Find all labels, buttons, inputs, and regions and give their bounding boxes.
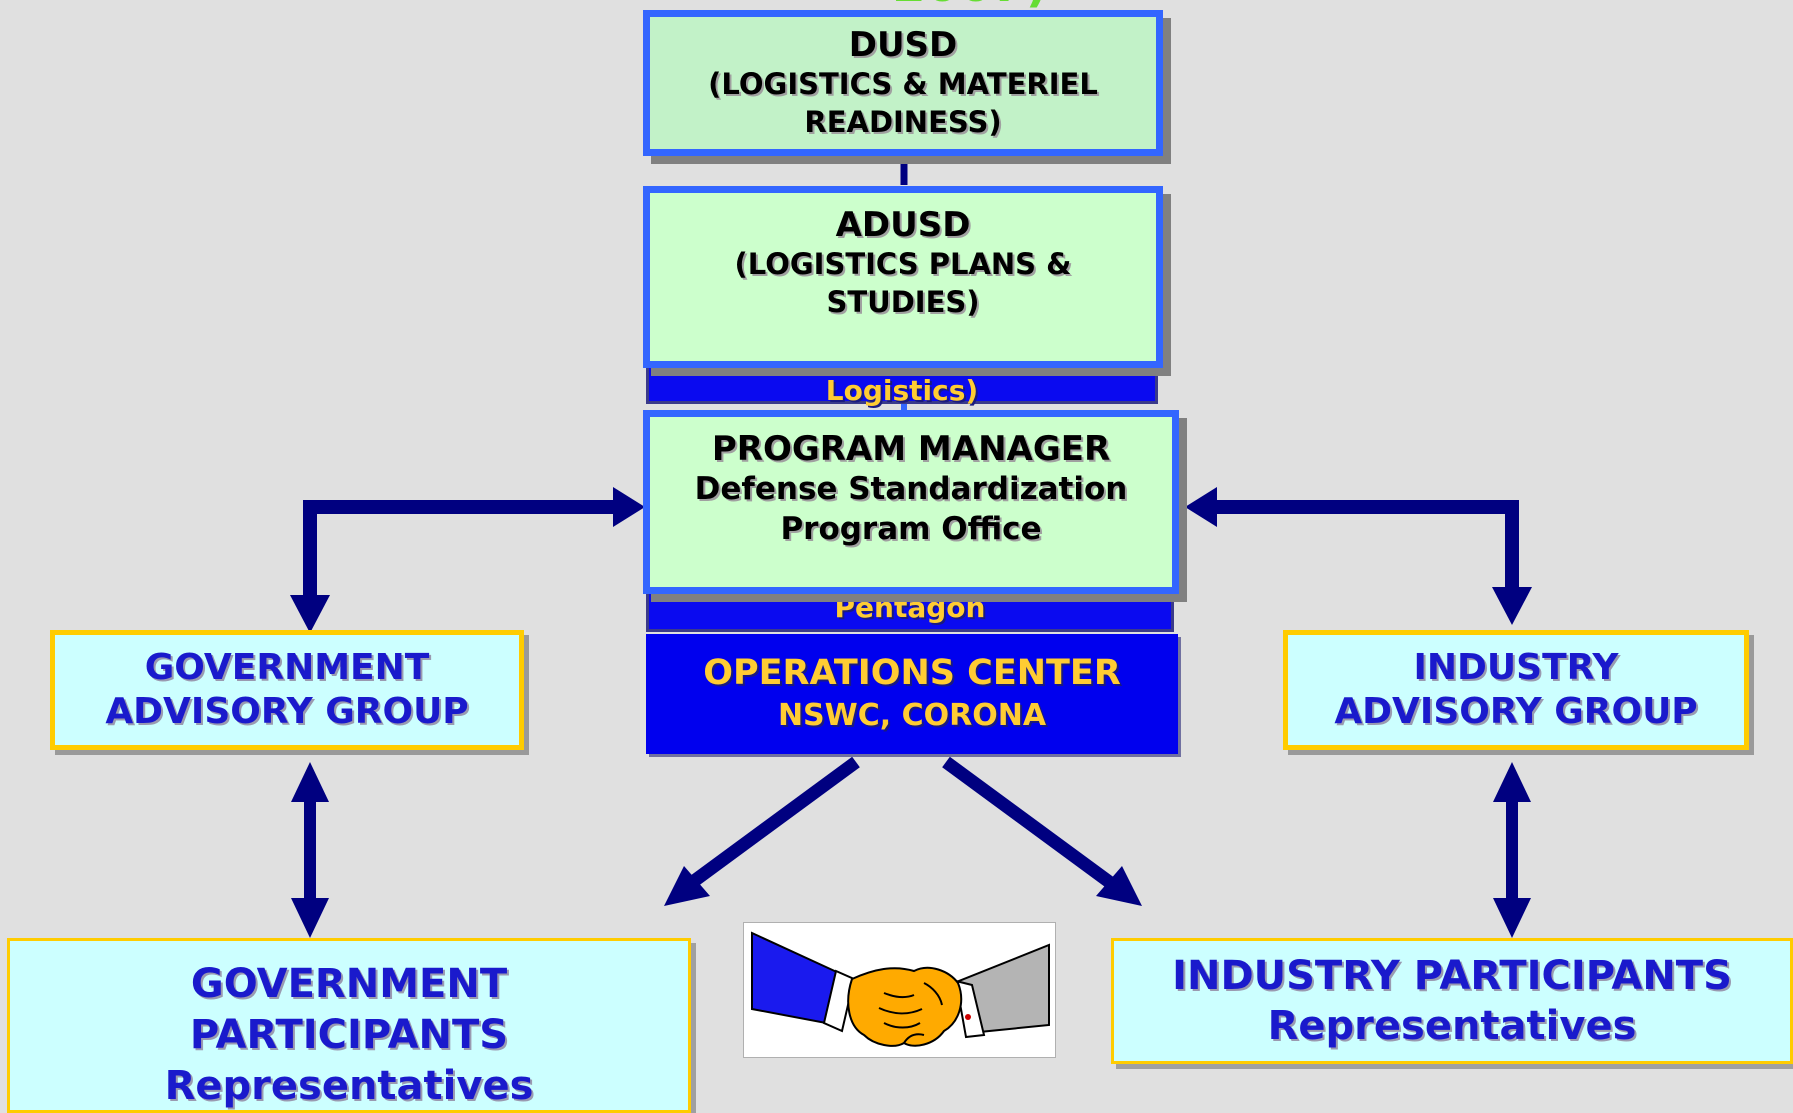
pentagon-band-label: Pentagon — [834, 590, 986, 624]
adusd-sub2: STUDIES) — [826, 285, 980, 319]
handshake-graphic — [751, 931, 1050, 1047]
gov-advisory-box: GOVERNMENT ADVISORY GROUP — [50, 630, 524, 750]
right-elbow-arrowhead-left — [1185, 487, 1217, 527]
right-cuff — [954, 979, 986, 1039]
ind-advisory-box: INDUSTRY ADVISORY GROUP — [1283, 630, 1749, 750]
adusd-sub1: (LOGISTICS PLANS & — [734, 247, 1072, 281]
left-elbow-arrowhead-right — [613, 487, 645, 527]
ops-to-gov-arrow — [686, 756, 860, 890]
dusd-title: DUSD — [848, 25, 958, 65]
gov-double-arrowhead-down — [291, 898, 329, 938]
ind-double-arrowhead-down — [1493, 898, 1531, 938]
ind-advisory-line1: INDUSTRY — [1413, 647, 1619, 688]
dusd-sub2: READINESS) — [804, 105, 1002, 139]
gov-advisory-line2: ADVISORY GROUP — [105, 691, 469, 732]
gov-participants-line1: GOVERNMENT — [190, 961, 508, 1007]
pm-sub1: Defense Standardization — [694, 471, 1128, 507]
ind-advisory-line2: ADVISORY GROUP — [1334, 691, 1698, 732]
gov-advisory-line1: GOVERNMENT — [144, 647, 430, 688]
ind-participants-box: INDUSTRY PARTICIPANTS Representatives — [1111, 938, 1793, 1064]
left-elbow-arrowhead-down — [290, 595, 330, 633]
gov-double-arrowhead-up — [291, 762, 329, 802]
finger-lines — [878, 982, 943, 1044]
dusd-sub1: (LOGISTICS & MATERIEL — [708, 67, 1098, 101]
header-fragment: 2007) — [840, 0, 1100, 10]
left-elbow-arrow — [303, 500, 625, 600]
right-elbow-arrowhead-down — [1492, 587, 1532, 625]
ind-participants-line1: INDUSTRY PARTICIPANTS — [1172, 953, 1732, 999]
logistics-band-label: Logistics) — [825, 373, 979, 407]
gov-participants-box: GOVERNMENT PARTICIPANTS Representatives — [7, 938, 691, 1113]
handshake-icon — [743, 922, 1056, 1058]
operations-center-box: OPERATIONS CENTER NSWC, CORONA — [646, 634, 1178, 754]
left-cuff — [822, 969, 856, 1033]
hands — [847, 966, 963, 1047]
pm-sub2: Program Office — [780, 511, 1042, 547]
pm-title: PROGRAM MANAGER — [711, 429, 1111, 469]
dusd-box: DUSD (LOGISTICS & MATERIEL READINESS) — [643, 10, 1163, 156]
left-sleeve — [751, 931, 841, 1025]
adusd-box: ADUSD (LOGISTICS PLANS & STUDIES) — [643, 186, 1163, 368]
ops-title: OPERATIONS CENTER — [703, 653, 1121, 693]
ind-participants-line2: Representatives — [1267, 1003, 1637, 1049]
ops-to-ind-arrowhead — [1096, 866, 1142, 906]
right-elbow-arrow — [1205, 500, 1519, 592]
ops-sub: NSWC, CORONA — [777, 698, 1047, 733]
gov-participants-line2: PARTICIPANTS — [189, 1012, 509, 1058]
gov-participants-line3: Representatives — [164, 1063, 534, 1109]
ops-to-ind-arrow — [942, 756, 1116, 890]
ind-double-arrowhead-up — [1493, 762, 1531, 802]
program-manager-box: PROGRAM MANAGER Defense Standardization … — [643, 410, 1179, 594]
adusd-title: ADUSD — [835, 205, 971, 245]
cufflink — [965, 1014, 971, 1020]
ops-to-gov-arrowhead — [664, 866, 710, 906]
